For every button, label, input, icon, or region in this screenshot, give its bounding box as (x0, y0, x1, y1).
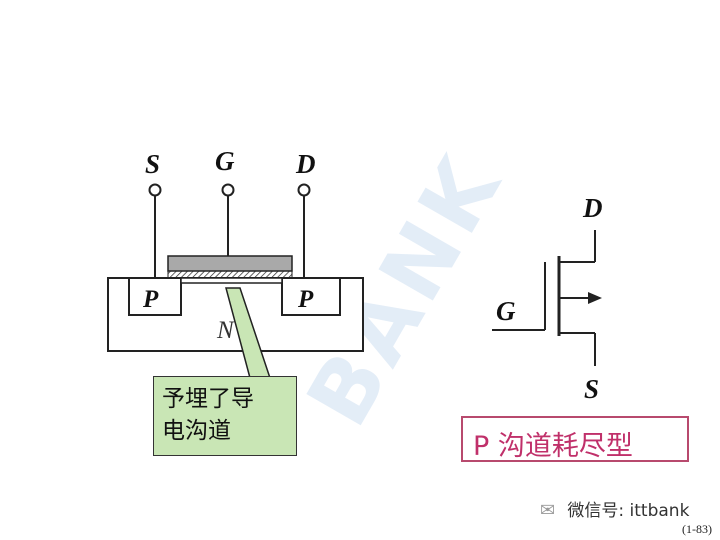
drain-terminal (297, 183, 311, 197)
symbol-gate-label: G (496, 296, 516, 326)
source-terminal (148, 183, 162, 197)
wechat-footer: ✉ 微信号: ittbank (540, 496, 689, 521)
annotation-line-2: 电沟道 (162, 418, 231, 444)
device-type-label-box: P 沟道耗尽型 (461, 416, 689, 462)
drain-label: D (296, 149, 316, 179)
body-arrow (588, 292, 602, 304)
p-well-left-label: P (143, 286, 159, 313)
p-well-right (281, 277, 341, 316)
source-label: S (145, 149, 161, 179)
symbol-source-label: S (584, 374, 600, 404)
gate-label: G (215, 146, 235, 176)
p-well-left (128, 277, 182, 316)
substrate-label: N (217, 317, 234, 344)
annotation-line-1: 予埋了导 (162, 386, 254, 412)
wechat-icon: ✉ (540, 500, 556, 521)
wechat-id: 微信号: ittbank (567, 501, 690, 521)
device-type-label: P 沟道耗尽型 (473, 431, 633, 462)
channel-annotation-box: 予埋了导 电沟道 (153, 376, 297, 456)
gate-terminal (221, 183, 235, 197)
gate-metal (167, 255, 293, 272)
symbol-drain-label: D (583, 193, 603, 223)
p-well-right-label: P (298, 286, 314, 313)
page-number: (1-83) (682, 522, 712, 536)
